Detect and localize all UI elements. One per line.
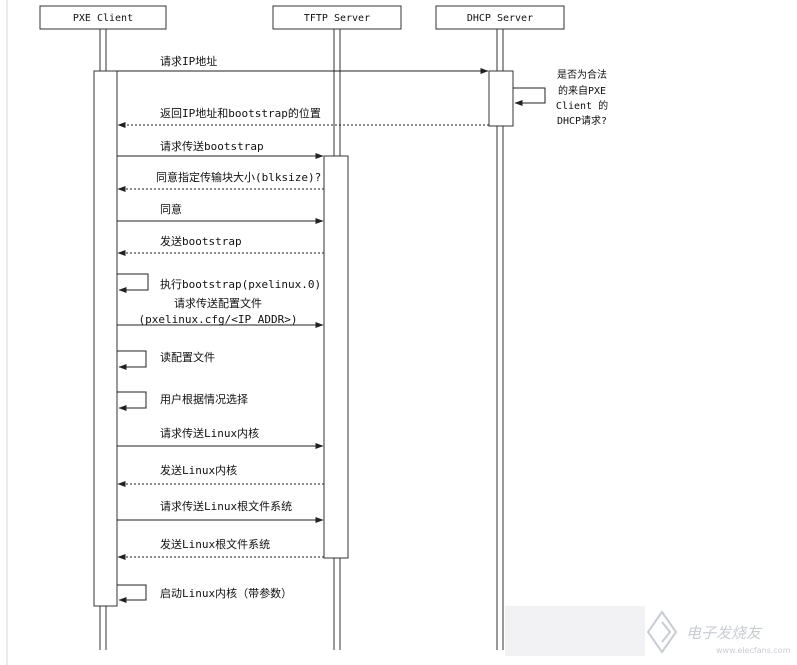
message-boot-kernel-label: 启动Linux内核（带参数） xyxy=(160,586,292,600)
dhcp-self-check-arrow xyxy=(513,87,546,106)
dhcp-note-line-4: DHCP请求? xyxy=(557,114,607,127)
dhcp-note-line-2: 的来自PXE xyxy=(558,84,606,97)
message-request-bootstrap: 请求传送bootstrap xyxy=(117,139,324,159)
message-agree: 同意 xyxy=(117,202,324,224)
dhcp-note-line-1: 是否为合法 xyxy=(557,68,607,81)
watermark-url: www.elecfans.com xyxy=(716,646,791,655)
message-exec-bootstrap-label: 执行bootstrap(pxelinux.0) xyxy=(160,277,321,291)
message-blksize: 同意指定传输块大小(blksize)? xyxy=(117,170,324,192)
message-request-ip: 请求IP地址 xyxy=(117,54,489,74)
message-blksize-label: 同意指定传输块大小(blksize)? xyxy=(156,170,321,184)
message-user-choice-label: 用户根据情况选择 xyxy=(160,392,248,406)
participant-pxe-client: PXE Client xyxy=(39,5,167,30)
message-send-kernel-label: 发送Linux内核 xyxy=(160,463,237,477)
message-request-rootfs-label: 请求传送Linux根文件系统 xyxy=(160,499,292,513)
message-boot-kernel: 启动Linux内核（带参数） xyxy=(117,584,292,603)
message-return-ip-label: 返回IP地址和bootstrap的位置 xyxy=(160,106,321,120)
dhcp-note: 是否为合法 的来自PXE Client 的 DHCP请求? xyxy=(556,68,608,127)
message-request-config-path: (pxelinux.cfg/<IP_ADDR>) xyxy=(139,313,298,326)
message-exec-bootstrap: 执行bootstrap(pxelinux.0) xyxy=(117,273,321,293)
participant-tftp-server: TFTP Server xyxy=(272,5,402,30)
message-send-kernel: 发送Linux内核 xyxy=(117,463,324,487)
message-user-choice: 用户根据情况选择 xyxy=(117,391,248,411)
watermark-text: 电子发烧友 xyxy=(686,624,763,642)
message-read-config: 读配置文件 xyxy=(117,350,215,370)
dhcp-note-line-3: Client 的 xyxy=(556,99,608,112)
watermark-logo-icon xyxy=(646,610,678,654)
message-read-config-label: 读配置文件 xyxy=(160,350,215,364)
message-request-config-label: 请求传送配置文件 xyxy=(174,296,262,310)
activation-pxe-client xyxy=(93,70,118,607)
message-request-ip-label: 请求IP地址 xyxy=(160,54,217,68)
lifeline-dhcp-server xyxy=(496,29,504,650)
message-send-bootstrap: 发送bootstrap xyxy=(117,234,324,256)
message-request-config: 请求传送配置文件 (pxelinux.cfg/<IP_ADDR>) xyxy=(117,296,324,328)
message-request-kernel: 请求传送Linux内核 xyxy=(117,426,324,449)
activation-dhcp-server xyxy=(488,70,514,127)
participant-tftp-server-label: TFTP Server xyxy=(304,13,370,24)
participant-dhcp-server-label: DHCP Server xyxy=(467,13,533,24)
message-send-rootfs: 发送Linux根文件系统 xyxy=(117,537,324,560)
message-send-bootstrap-label: 发送bootstrap xyxy=(160,234,242,248)
watermark: 电子发烧友 www.elecfans.com xyxy=(646,610,791,655)
message-request-rootfs: 请求传送Linux根文件系统 xyxy=(117,499,324,523)
participant-dhcp-server: DHCP Server xyxy=(435,5,565,30)
message-request-kernel-label: 请求传送Linux内核 xyxy=(160,426,259,440)
blur-patch xyxy=(505,606,645,656)
activation-tftp-server xyxy=(323,155,349,559)
message-send-rootfs-label: 发送Linux根文件系统 xyxy=(160,537,270,551)
message-request-bootstrap-label: 请求传送bootstrap xyxy=(160,139,264,153)
message-agree-label: 同意 xyxy=(160,202,182,216)
message-return-ip: 返回IP地址和bootstrap的位置 xyxy=(117,106,489,128)
participant-pxe-client-label: PXE Client xyxy=(73,13,133,24)
